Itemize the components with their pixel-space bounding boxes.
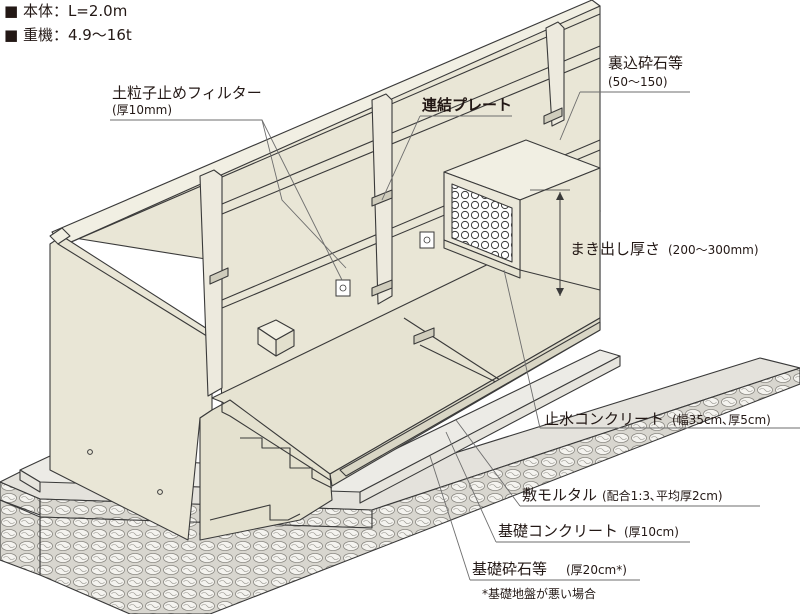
label-backfill: 裏込砕石等 [608,54,683,72]
label-footnote: *基礎地盤が悪い場合 [482,586,596,601]
label-foundation-concrete-note: (厚10cm) [624,525,679,539]
label-spread-note: (200〜300mm) [668,243,759,257]
spec-main-body: ■ 本体：L=2.0m [4,2,127,20]
label-foundation-stone: 基礎砕石等 [472,560,547,578]
label-filter: 土粒子止めフィルター [112,84,262,102]
label-mortar-note: (配合1:3､平均厚2cm) [602,488,723,503]
label-filter-note: (厚10mm) [112,103,172,117]
label-waterstop-note: (幅35cm､厚5cm) [672,412,771,427]
front-end-panel [49,227,333,541]
base-slab [211,209,601,487]
label-spread: まき出し厚さ [570,240,660,258]
label-foundation-stone-note: (厚20cm*) [566,563,627,577]
label-plate: 連結プレート [422,96,512,114]
drain-box [257,319,295,357]
spec-heavy-machine: ■ 重機：4.9〜16t [4,26,132,44]
label-waterstop: 止水コンクリート [544,410,664,428]
label-mortar: 敷モルタル [522,486,597,504]
label-backfill-note: (50〜150) [608,75,668,89]
leader-lines [110,91,800,581]
spread-dimension [530,189,570,296]
label-foundation-concrete: 基礎コンクリート [498,522,618,540]
